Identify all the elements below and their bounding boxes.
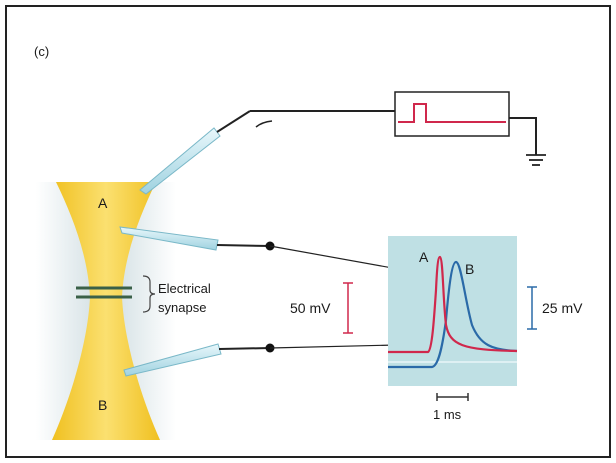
scale-label-1ms: 1 ms [433, 407, 462, 422]
neuron-label-b: B [98, 397, 107, 413]
scale-label-25mv: 25 mV [542, 300, 583, 316]
ground-wire [509, 117, 537, 155]
scale-label-50mv: 50 mV [290, 300, 331, 316]
ground-icon [526, 154, 546, 166]
scale-bar-1ms [436, 393, 469, 401]
synapse-brace [142, 275, 156, 313]
stimulator-box [394, 91, 510, 137]
scale-bar-50mv [343, 282, 353, 334]
oscilloscope-screen [388, 236, 517, 386]
panel-label: (c) [34, 44, 49, 59]
trace-label-b: B [465, 261, 474, 277]
synapse-label-line2: synapse [158, 300, 206, 315]
synapse-label-line1: Electrical [158, 281, 211, 296]
scale-bar-25mv [527, 286, 537, 330]
neuron-label-a: A [98, 195, 108, 211]
neuron-cell-body [52, 182, 160, 440]
stimulator-switch-mark [255, 120, 273, 128]
stimulus-pulse-trace [398, 103, 506, 123]
trace-label-a: A [419, 249, 429, 265]
stimulating-electrode [139, 110, 251, 195]
trace-a [388, 255, 518, 354]
trace-b [388, 260, 518, 369]
